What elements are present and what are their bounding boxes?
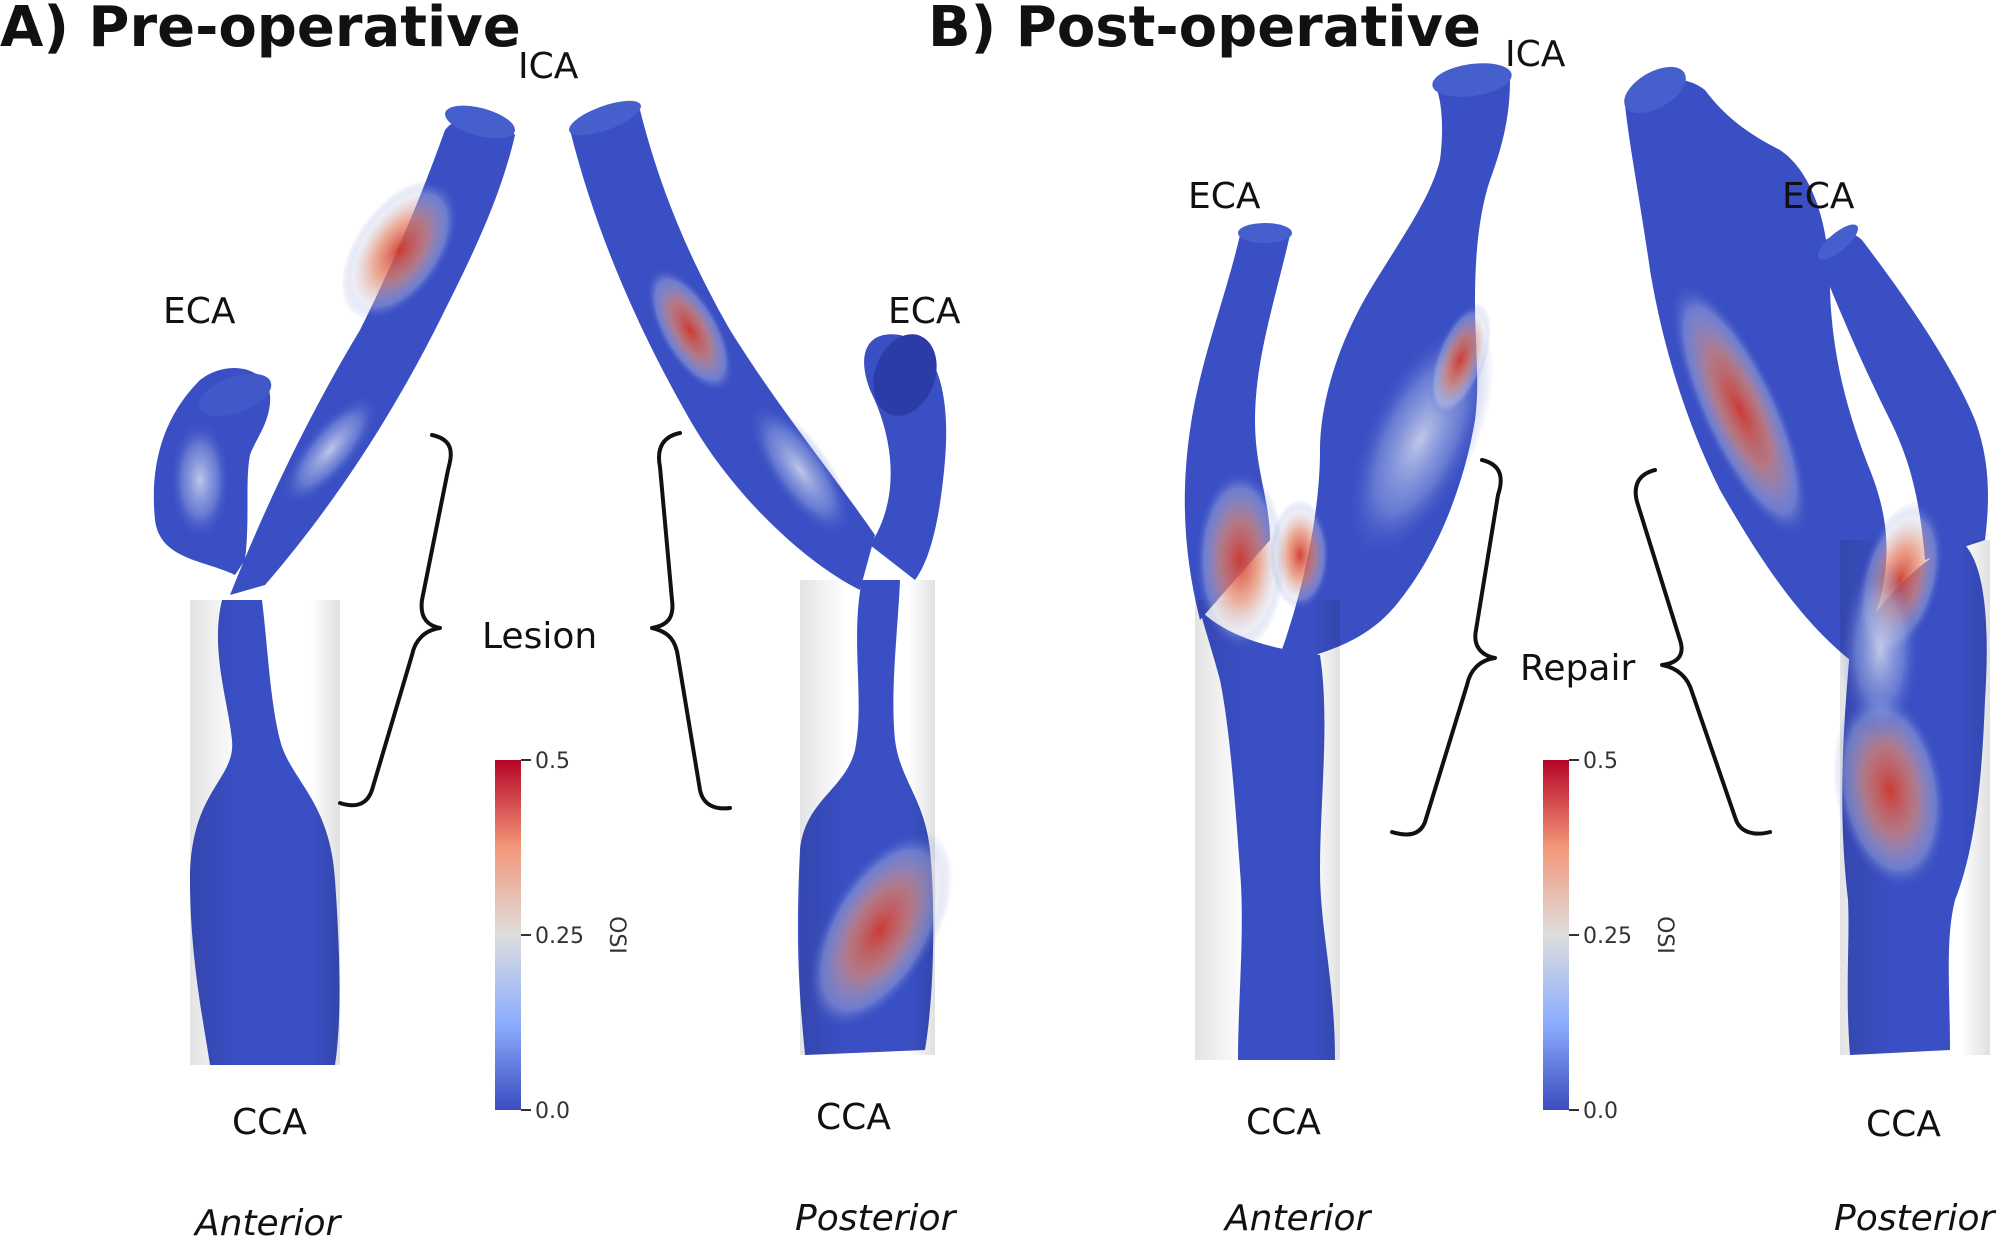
post-anterior-vessel: [1184, 63, 1512, 1060]
post-colorbar-tick-mid: 0.25: [1583, 924, 1632, 949]
pre-colorbar-gradient: [495, 760, 521, 1110]
pre-anterior-vessel: [153, 105, 515, 1065]
pre-anterior-eca-label: ECA: [163, 291, 236, 332]
pre-posterior-ica-opening: [569, 100, 641, 136]
pre-posterior-vessel: [569, 100, 953, 1055]
pre-anterior-cca-label: CCA: [232, 1102, 307, 1143]
post-colorbar-tick-min: 0.0: [1583, 1099, 1618, 1124]
pre-posterior-view-label: Posterior: [795, 1198, 958, 1237]
post-colorbar-gradient: [1543, 760, 1569, 1110]
pre-colorbar-tick-max: 0.5: [535, 749, 570, 774]
post-colorbar-tick-max: 0.5: [1583, 749, 1618, 774]
pre-colorbar-tick-mid: 0.25: [535, 924, 584, 949]
post-anterior-eca-label: ECA: [1188, 176, 1261, 217]
post-colorbar: 0.5 0.25 0.0 OSI: [1543, 749, 1677, 1124]
post-posterior-ica-opening: [1624, 66, 1686, 114]
post-repair-bracket-right: [1633, 468, 1772, 836]
pre-colorbar-title: OSI: [604, 916, 629, 954]
post-ica-label: ICA: [1505, 34, 1566, 75]
post-posterior-view-label: Posterior: [1834, 1198, 1997, 1237]
post-anterior-cca-label: CCA: [1246, 1102, 1321, 1143]
post-region-label: Repair: [1520, 648, 1635, 689]
pre-region-label: Lesion: [482, 616, 597, 657]
post-posterior-eca-opening: [1817, 224, 1859, 260]
post-posterior-eca-label: ECA: [1782, 176, 1855, 217]
pre-colorbar: 0.5 0.25 0.0 OSI: [495, 749, 629, 1124]
pre-lesion-bracket-right: [650, 431, 732, 811]
panel-b-title: B) Post-operative: [928, 0, 1481, 60]
pre-anterior-ica-branch: [230, 117, 515, 596]
post-anterior-eca-opening: [1238, 223, 1292, 243]
post-anterior-view-label: Anterior: [1223, 1198, 1373, 1237]
pre-anterior-view-label: Anterior: [193, 1203, 343, 1237]
pre-posterior-eca-label: ECA: [888, 291, 961, 332]
pre-anterior-ica-opening: [445, 105, 515, 139]
panel-a-title: A) Pre-operative: [0, 0, 521, 60]
post-anterior-ica-opening: [1432, 63, 1512, 97]
pre-posterior-cca-label: CCA: [816, 1097, 891, 1138]
post-anterior-ica-branch: [1280, 73, 1510, 661]
pre-colorbar-tick-min: 0.0: [535, 1099, 570, 1124]
post-repair-bracket-left: [1390, 458, 1503, 837]
post-colorbar-title: OSI: [1652, 916, 1677, 954]
pre-ica-label: ICA: [518, 46, 579, 87]
post-posterior-vessel: [1624, 66, 1990, 1055]
pre-lesion-bracket-left: [338, 433, 453, 808]
pre-anterior-eca-opening: [198, 373, 272, 417]
post-posterior-eca-branch: [1815, 233, 1988, 561]
pre-posterior-eca-opening: [873, 334, 937, 416]
post-posterior-cca-label: CCA: [1866, 1104, 1941, 1145]
